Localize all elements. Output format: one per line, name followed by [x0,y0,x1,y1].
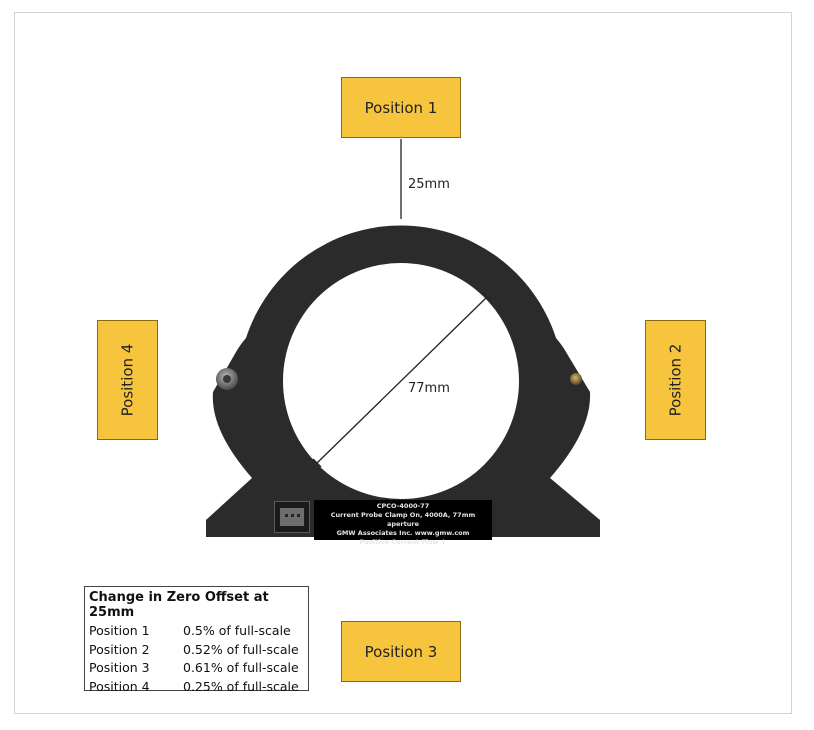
offset-legend: Change in Zero Offset at 25mm Position 1… [84,586,309,694]
legend-position: Position 2 [89,641,150,657]
position-3-label: Position 3 [364,642,438,661]
legend-title: Change in Zero Offset at 25mm [89,590,269,620]
legend-value: 0.5% of full-scale [183,623,291,638]
position-2-box: Position 2 [645,320,706,440]
legend-value: 0.61% of full-scale [183,660,299,675]
distance-label: 25mm [408,177,450,192]
probe-label-current: Positive Current Flow ↓ [359,538,447,546]
probe-body [206,225,600,537]
aperture-label: 77mm [408,381,450,396]
legend-value: 0.52% of full-scale [183,641,299,657]
aperture-dimension-line [316,296,488,464]
probe-label-desc: Current Probe Clamp On, 4000A, 77mm aper… [330,511,476,528]
legend-position: Position 4 [89,678,150,694]
legend-position: Position 3 [89,660,150,675]
position-2-label: Position 2 [666,343,685,417]
probe-label-company: GMW Associates Inc. www.gmw.com [336,529,470,537]
position-1-box: Position 1 [341,77,461,138]
legend-row: Position 1 0.5% of full-scale [89,622,304,641]
probe-label-model: CPCO-4000-77 [376,502,430,510]
position-3-box: Position 3 [341,621,461,682]
screw-right [570,373,582,385]
connector [274,501,310,533]
legend-position: Position 1 [89,623,150,638]
legend-row: Position 2 0.52% of full-scale [89,641,304,660]
position-4-box: Position 4 [97,320,158,440]
legend-value: 0.25% of full-scale [183,678,299,694]
position-1-label: Position 1 [364,98,438,117]
probe-label-plate: CPCO-4000-77 Current Probe Clamp On, 400… [314,500,492,546]
legend-row: Position 4 0.25% of full-scale [89,678,304,697]
position-4-label: Position 4 [118,343,137,417]
legend-row: Position 3 0.61% of full-scale [89,659,304,678]
